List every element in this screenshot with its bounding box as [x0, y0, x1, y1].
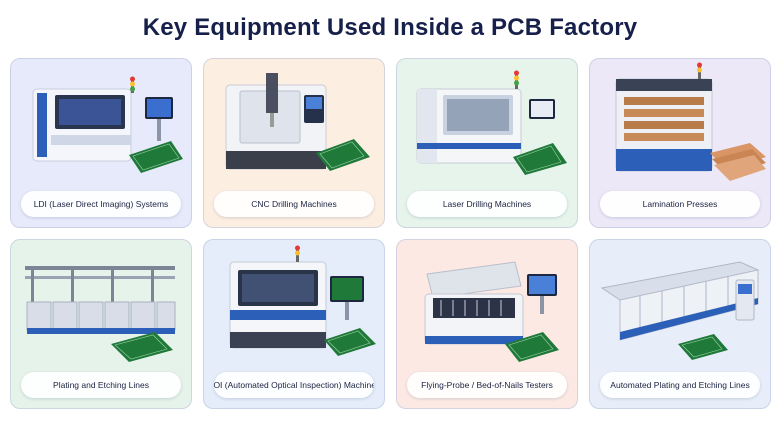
card-auto-plating: Automated Plating and Etching Lines [589, 239, 771, 409]
card-plating-etching: Plating and Etching Lines [10, 239, 192, 409]
flying-probe-icon [424, 261, 559, 362]
ldi-machine-icon [32, 76, 183, 173]
aoi-machine-icon [229, 245, 376, 356]
card-label: Flying-Probe / Bed-of-Nails Testers [407, 372, 567, 398]
plating-line-icon [25, 266, 176, 362]
auto-plating-line-icon [600, 261, 760, 360]
card-label: Laser Drilling Machines [407, 191, 567, 217]
card-laser-drilling: Laser Drilling Machines [396, 58, 578, 228]
card-label: Plating and Etching Lines [21, 372, 181, 398]
page-title: Key Equipment Used Inside a PCB Factory [142, 14, 638, 41]
card-ldi: LDI (Laser Direct Imaging) Systems [10, 58, 192, 228]
equipment-grid: LDI (Laser Direct Imaging) Systems CNC D… [10, 58, 774, 410]
card-label: LDI (Laser Direct Imaging) Systems [21, 191, 181, 217]
card-label: AOI (Automated Optical Inspection) Machi… [214, 372, 374, 398]
card-label: Lamination Presses [600, 191, 760, 217]
card-flying-probe: Flying-Probe / Bed-of-Nails Testers [396, 239, 578, 409]
laser-drill-icon [416, 70, 567, 175]
cnc-drill-icon [225, 73, 370, 171]
card-label: Automated Plating and Etching Lines [600, 372, 760, 398]
card-lamination: Lamination Presses [589, 58, 771, 228]
card-cnc-drilling: CNC Drilling Machines [203, 58, 385, 228]
lamination-press-icon [615, 62, 766, 181]
card-aoi: AOI (Automated Optical Inspection) Machi… [203, 239, 385, 409]
card-label: CNC Drilling Machines [214, 191, 374, 217]
